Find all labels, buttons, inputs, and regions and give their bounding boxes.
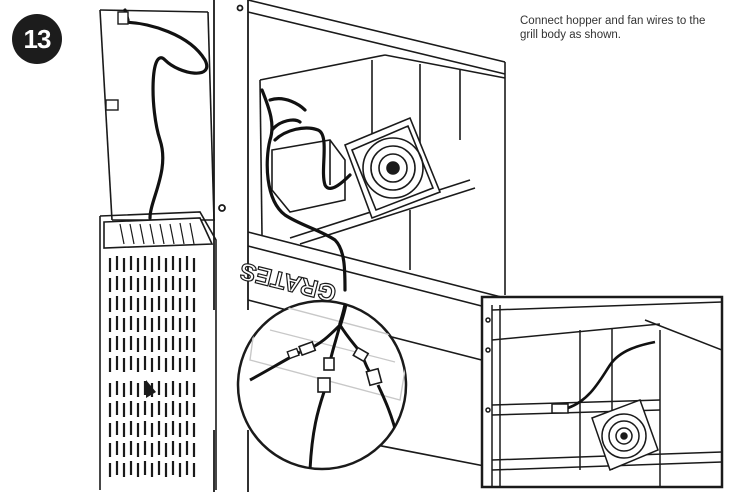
fan-icon	[343, 116, 442, 220]
wire-clip-icon	[105, 11, 129, 111]
wiring-harness	[118, 8, 352, 292]
logo-triangle-icon	[146, 380, 156, 398]
wire-connector-detail	[236, 299, 408, 471]
grill-body	[247, 0, 506, 471]
step-number: 13	[23, 23, 52, 54]
instruction-text: Connect hopper and fan wires to the gril…	[520, 15, 706, 41]
fan-wiring-inset	[480, 295, 724, 489]
hopper-column	[99, 9, 217, 490]
brand-lettering-top: GRATES	[237, 257, 339, 307]
step-number-badge: 13	[12, 14, 62, 64]
brand-lettering: GRATES	[237, 256, 340, 307]
center-post	[213, 0, 249, 492]
perforated-panel	[108, 256, 196, 479]
